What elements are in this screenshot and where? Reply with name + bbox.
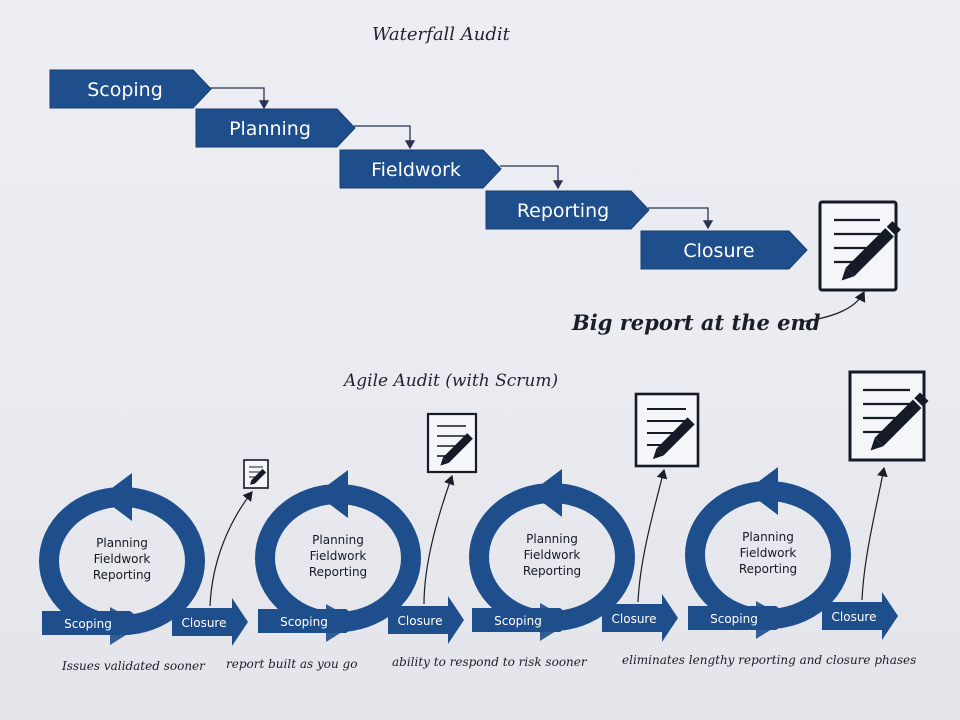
cycle-line-reporting: Reporting xyxy=(739,562,797,576)
cycle-line-reporting: Reporting xyxy=(523,564,581,578)
agile-scoping-3: Scoping xyxy=(472,608,576,632)
connector-fieldwork-reporting xyxy=(500,165,564,190)
closure-label: Closure xyxy=(182,616,227,630)
agile-scoping-4: Scoping xyxy=(688,606,792,630)
cycle-line-planning: Planning xyxy=(312,533,364,547)
pointer-2 xyxy=(423,474,455,605)
waterfall-step-scoping: Scoping xyxy=(49,69,212,109)
agile-closure-2: Closure xyxy=(388,596,464,644)
step-label: Planning xyxy=(229,118,311,140)
cycle-line-fieldwork: Fieldwork xyxy=(94,552,151,566)
agile-scoping-1: Scoping xyxy=(42,611,146,635)
waterfall-step-closure: Closure xyxy=(640,230,808,270)
step-label: Fieldwork xyxy=(371,159,461,181)
waterfall-connectors xyxy=(210,87,714,230)
cycle-line-fieldwork: Fieldwork xyxy=(310,549,367,563)
connector-reporting-closure xyxy=(648,207,714,230)
scoping-label: Scoping xyxy=(64,617,112,631)
cycle-line-planning: Planning xyxy=(96,536,148,550)
pointer-3 xyxy=(637,468,668,603)
waterfall-step-reporting: Reporting xyxy=(485,190,650,230)
note-issues-validated: Issues validated sooner xyxy=(61,659,206,673)
waterfall-title: Waterfall Audit xyxy=(372,24,511,45)
report-document-icon xyxy=(243,459,269,489)
scoping-label: Scoping xyxy=(494,614,542,628)
note-eliminates-phases: eliminates lengthy reporting and closure… xyxy=(622,653,916,667)
agile-title: Agile Audit (with Scrum) xyxy=(342,371,558,391)
cycle-line-fieldwork: Fieldwork xyxy=(740,546,797,560)
closure-label: Closure xyxy=(398,614,443,628)
cycle-line-fieldwork: Fieldwork xyxy=(524,548,581,562)
cycle-line-planning: Planning xyxy=(526,532,578,546)
connector-planning-fieldwork xyxy=(354,125,416,150)
waterfall-caption: Big report at the end xyxy=(571,310,821,335)
report-document-icon xyxy=(426,412,478,474)
agile-closure-3: Closure xyxy=(602,594,678,642)
report-document-icon xyxy=(848,370,929,462)
report-document-icon xyxy=(634,392,700,468)
pointer-4 xyxy=(861,466,888,601)
closure-label: Closure xyxy=(832,610,877,624)
cycle-line-planning: Planning xyxy=(742,530,794,544)
connector-scoping-planning xyxy=(210,87,270,110)
cycle-line-reporting: Reporting xyxy=(93,568,151,582)
waterfall-step-planning: Planning xyxy=(195,108,356,148)
cycle-line-reporting: Reporting xyxy=(309,565,367,579)
pointer-1 xyxy=(209,491,253,607)
report-document-icon xyxy=(818,200,901,292)
step-label: Reporting xyxy=(517,200,609,222)
scoping-label: Scoping xyxy=(280,615,328,629)
scoping-label: Scoping xyxy=(710,612,758,626)
closure-label: Closure xyxy=(612,612,657,626)
agile-closure-1: Closure xyxy=(172,598,248,646)
waterfall-step-fieldwork: Fieldwork xyxy=(339,149,502,189)
note-respond-risk: ability to respond to risk sooner xyxy=(392,655,588,669)
agile-closure-4: Closure xyxy=(822,592,898,640)
step-label: Scoping xyxy=(87,79,163,101)
caption-pointer xyxy=(799,290,866,323)
note-report-built: report built as you go xyxy=(226,657,357,671)
agile-scoping-2: Scoping xyxy=(258,609,362,633)
step-label: Closure xyxy=(683,240,754,262)
